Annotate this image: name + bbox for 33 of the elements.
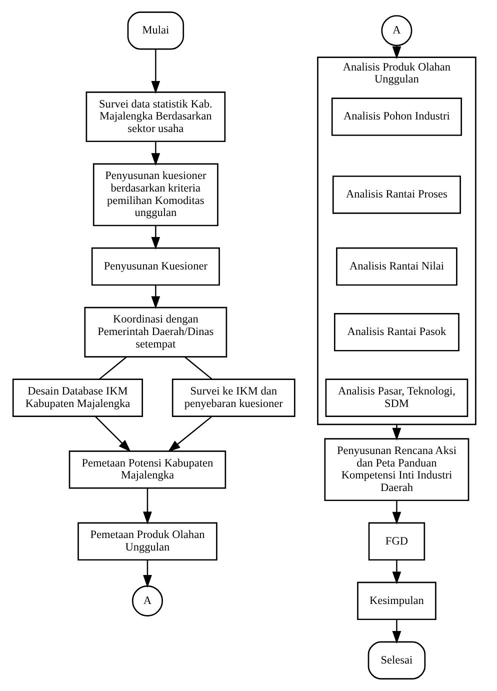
node-box: Desain Database IKM Kabupaten Majalengka	[12, 378, 143, 417]
node-box: Penyusunan kuesioner berdasarkan kriteria pemilihan Komoditas unggulan	[92, 163, 218, 226]
node-box: Selesai	[368, 641, 426, 680]
arrow	[143, 560, 152, 588]
arrow	[392, 424, 402, 441]
node-box: Analisis Pohon Industri	[331, 98, 462, 136]
node-box: Pemetaan Potensi Kabupaten Majalengka	[68, 450, 226, 489]
node-box: Analisis Pasar, Teknologi, SDM	[325, 378, 468, 417]
connector	[99, 356, 128, 380]
node-box: Analisis Rantai Nilai	[336, 247, 458, 286]
node-box: Survei data statistik Kab. Majalengka Berdasarkan sektor usaha	[86, 91, 226, 142]
arrow	[143, 488, 152, 524]
node-box: Analisis Rantai Proses	[332, 176, 461, 214]
node-box: Pemetaan Produk Olahan Unggulan	[78, 522, 218, 561]
node-box: Mulai	[127, 11, 184, 50]
node-box: FGD	[368, 522, 426, 561]
arrow	[392, 560, 402, 584]
arrow	[151, 49, 160, 94]
arrow	[151, 285, 160, 309]
arrow	[151, 226, 160, 250]
node-box: Kesimpulan	[357, 582, 436, 620]
arrow	[168, 416, 212, 452]
node-box: Survei ke IKM dan penyebaran kuesioner	[172, 378, 296, 417]
node-circle: A	[132, 585, 163, 616]
connector	[184, 356, 212, 380]
node-box: Penyusunan Rencana Aksi dan Peta Panduan Kompetensi Inti Industri Daerah	[324, 438, 470, 502]
arrow	[94, 416, 131, 452]
node-box: Analisis Rantai Pasok	[334, 313, 460, 352]
node-box: Penyusunan Kuesioner	[91, 247, 220, 286]
arrow	[151, 141, 160, 166]
node-box: Koordinasi dengan Pemerintah Daerah/Dinas setempat	[84, 306, 228, 358]
arrow	[392, 619, 402, 644]
arrow	[392, 500, 402, 525]
